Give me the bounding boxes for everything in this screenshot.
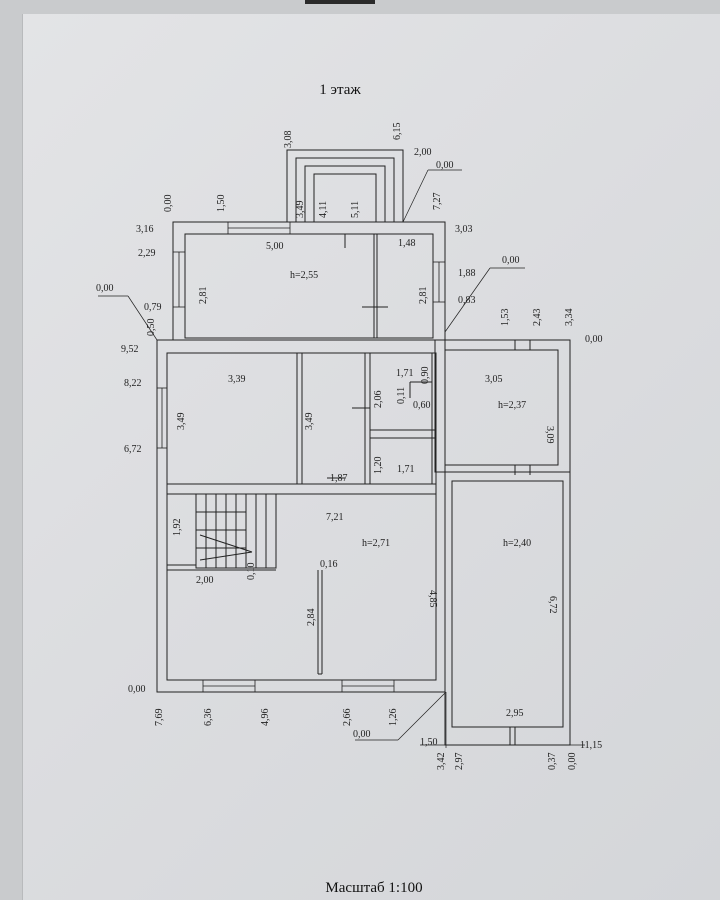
label: 1,71 (396, 368, 414, 379)
label: 4,11 (318, 201, 329, 218)
label: 0,90 (420, 367, 431, 385)
label: h=2,37 (498, 400, 526, 411)
label: 7,27 (432, 193, 443, 211)
label: 1,48 (398, 238, 416, 249)
label: 0,37 (547, 753, 558, 771)
label: 3,05 (485, 374, 503, 385)
dimension-labels: 3,08 6,15 2,00 0,00 7,27 3,49 4,11 5,11 … (96, 123, 603, 771)
label: 3,39 (228, 374, 246, 385)
right-bottom-room-inner (451, 480, 564, 728)
label: 0,50 (146, 319, 157, 337)
top-block-inner (184, 233, 434, 339)
label: h=2,71 (362, 538, 390, 549)
label: 2,06 (373, 391, 384, 409)
label: 3,16 (136, 224, 154, 235)
label: 0,11 (396, 387, 407, 404)
walls (156, 149, 571, 746)
label: 4,85 (427, 590, 438, 608)
right-room-inner (444, 349, 559, 466)
label: 1,53 (500, 309, 511, 327)
label: 0,00 (128, 684, 146, 695)
label: 2,00 (414, 147, 432, 158)
label: 2,66 (342, 709, 353, 727)
label: 7,69 (154, 709, 165, 727)
label: 1,92 (172, 519, 183, 537)
label: h=2,40 (503, 538, 531, 549)
label: 1,50 (420, 737, 438, 748)
label: 0,00 (436, 160, 454, 171)
label: 2,00 (196, 575, 214, 586)
label: 11,15 (580, 740, 602, 751)
label: 2,81 (418, 287, 429, 305)
label: 5,11 (350, 201, 361, 218)
windows (156, 221, 446, 693)
leader-lines (98, 169, 585, 748)
label: 0,00 (163, 195, 174, 213)
label: 0,00 (353, 729, 371, 740)
label: 3,49 (176, 413, 187, 431)
label: 3,03 (455, 224, 473, 235)
label: 1,87 (330, 473, 348, 484)
label: 1,26 (388, 709, 399, 727)
label: 4,96 (260, 709, 271, 727)
label: 8,22 (124, 378, 142, 389)
label: 9,52 (121, 344, 139, 355)
label: 0,79 (144, 302, 162, 313)
label: 3,08 (283, 131, 294, 149)
label: 3,42 (436, 753, 447, 771)
label: 0,00 (567, 753, 578, 771)
top-edge-strip (305, 0, 375, 4)
label: 3,49 (295, 201, 306, 219)
label: 3,34 (564, 309, 575, 327)
label: 1,20 (373, 457, 384, 475)
label: 1,71 (397, 464, 415, 475)
label: 3,49 (304, 413, 315, 431)
label: 2,81 (198, 287, 209, 305)
label: 2,95 (506, 708, 524, 719)
label: 0,83 (458, 295, 476, 306)
label: 2,43 (532, 309, 543, 327)
label: 2,84 (306, 609, 317, 627)
label: 6,72 (547, 596, 558, 614)
label: 0,00 (585, 334, 603, 345)
label: 2,29 (138, 248, 156, 259)
label: 6,36 (203, 709, 214, 727)
label: 1,88 (458, 268, 476, 279)
label: h=2,55 (290, 270, 318, 281)
label: 0,16 (320, 559, 338, 570)
label: 7,21 (326, 512, 344, 523)
label: 6,72 (124, 444, 142, 455)
label: 6,15 (392, 123, 403, 141)
label: 1,50 (216, 195, 227, 213)
porch-step-1 (295, 157, 395, 223)
label: 0,00 (96, 283, 114, 294)
label: 2,97 (454, 753, 465, 771)
label: 5,00 (266, 241, 284, 252)
label: 0,60 (413, 400, 431, 411)
drawing-sheet (22, 14, 720, 900)
label: 0,00 (502, 255, 520, 266)
plan-title: 1 этаж (319, 82, 361, 98)
label: 3,09 (544, 426, 555, 444)
label: 0,10 (246, 563, 257, 581)
scale-label: Масштаб 1:100 (325, 880, 422, 896)
